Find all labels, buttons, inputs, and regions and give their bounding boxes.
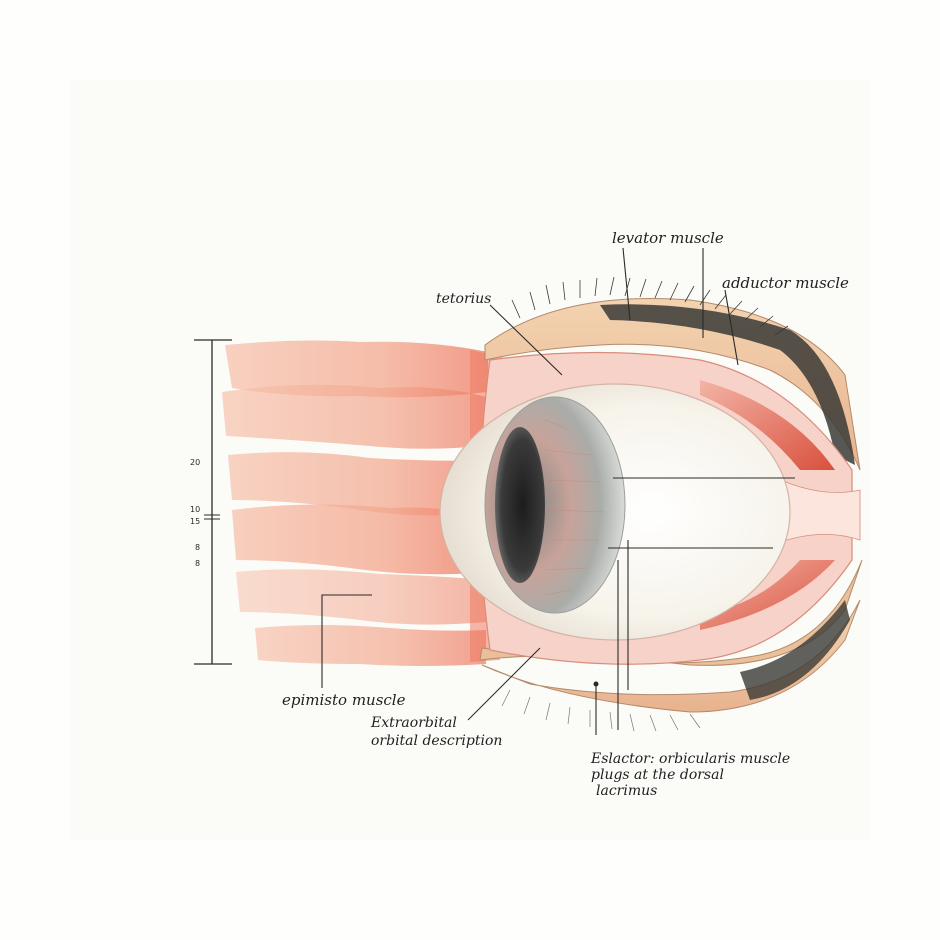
label-plugs-dorsal: plugs at the dorsal [591,767,724,783]
label-epimisto-muscle: epimisto muscle [282,691,406,709]
pupil [495,427,545,583]
upper-eyelashes [511,276,789,336]
label-extraorbital: Extraorbital [370,715,457,731]
scale-tick-3: 15 [190,517,200,526]
label-orbicularis: Eslactor: orbicularis muscle [590,751,790,767]
label-tetorius: tetorius [436,291,491,307]
scale-tick-4: 8 [195,543,200,552]
scale-tick-2: 10 [190,505,200,514]
scale-tick-1: 20 [190,458,200,467]
lower-eyelashes [501,689,701,732]
upper-eyelid [484,297,861,471]
label-levator-muscle: levator muscle [612,229,724,247]
leader-dot [593,681,599,687]
scale-bar [194,339,232,665]
leader-lines [321,247,795,735]
iris-striations [544,419,606,596]
label-adductor-muscle: adductor muscle [722,274,849,292]
label-lacrimus: lacrimus [596,783,657,799]
scale-tick-5: 8 [195,559,200,568]
label-orbital-description: orbital description [371,733,502,749]
